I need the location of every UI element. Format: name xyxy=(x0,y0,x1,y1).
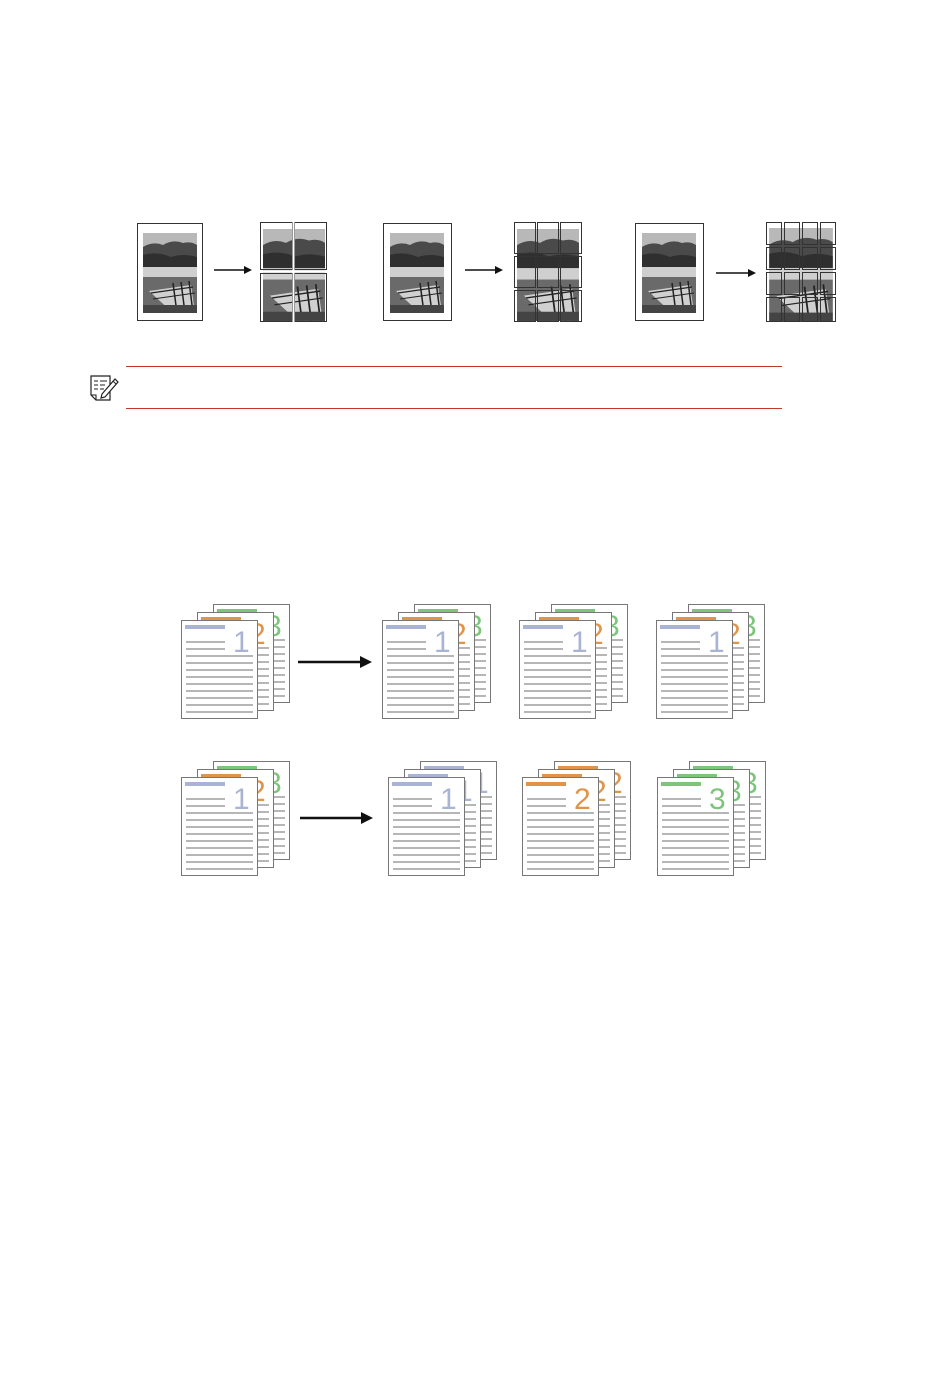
collated-output-set-3: 321 xyxy=(657,605,765,719)
document-page-collated-output-set-2-1: 1 xyxy=(520,621,596,719)
page-number: 1 xyxy=(571,626,588,659)
document-page-uncollated-output-set-1-1: 1 xyxy=(389,778,465,876)
page-number: 2 xyxy=(574,783,591,816)
uncollated-output-set-1: 111 xyxy=(389,762,497,876)
document-page-uncollated-output-set-2-1: 2 xyxy=(523,778,599,876)
document-page-collated-output-set-1-1: 1 xyxy=(383,621,459,719)
collate-diagram: 321321321321321111222333 xyxy=(0,590,950,890)
right-arrow-icon xyxy=(214,266,252,274)
page-number: 1 xyxy=(708,626,725,659)
uncollated-source-stack: 321 xyxy=(182,762,290,876)
collated-source-stack: 321 xyxy=(182,605,290,719)
document-page-collated-output-set-3-1: 1 xyxy=(657,621,733,719)
right-arrow-icon xyxy=(300,812,373,824)
page-number: 1 xyxy=(440,783,457,816)
page-number: 3 xyxy=(709,783,726,816)
page-number: 1 xyxy=(233,783,250,816)
right-arrow-icon xyxy=(298,656,372,668)
document-page-uncollated-source-stack-1: 1 xyxy=(182,778,258,876)
note-bottom-rule xyxy=(126,408,782,409)
right-arrow-icon xyxy=(465,266,503,274)
page-number: 1 xyxy=(434,626,451,659)
collate-diagram-svg: 321321321321321111222333 xyxy=(0,590,950,890)
poster-output-4x4 xyxy=(767,223,836,323)
poster-example-3x3 xyxy=(384,223,582,322)
document-page-uncollated-output-set-3-1: 3 xyxy=(658,778,734,876)
collated-output-set-2: 321 xyxy=(520,605,628,719)
note-top-rule xyxy=(126,366,782,367)
poster-output-2x2 xyxy=(260,222,327,322)
uncollated-output-set-2: 222 xyxy=(523,762,631,876)
uncollated-output-set-3: 333 xyxy=(658,762,766,876)
document-page-collated-source-stack-1: 1 xyxy=(182,621,258,719)
poster-diagram xyxy=(0,0,950,340)
poster-example-4x4 xyxy=(636,223,836,323)
poster-output-3x3 xyxy=(515,223,582,322)
note-pencil-icon xyxy=(88,372,120,404)
page-number: 1 xyxy=(233,626,250,659)
poster-diagram-svg xyxy=(0,0,950,340)
collated-output-set-1: 321 xyxy=(383,605,491,719)
poster-example-2x2 xyxy=(138,222,328,322)
right-arrow-icon xyxy=(716,269,756,277)
